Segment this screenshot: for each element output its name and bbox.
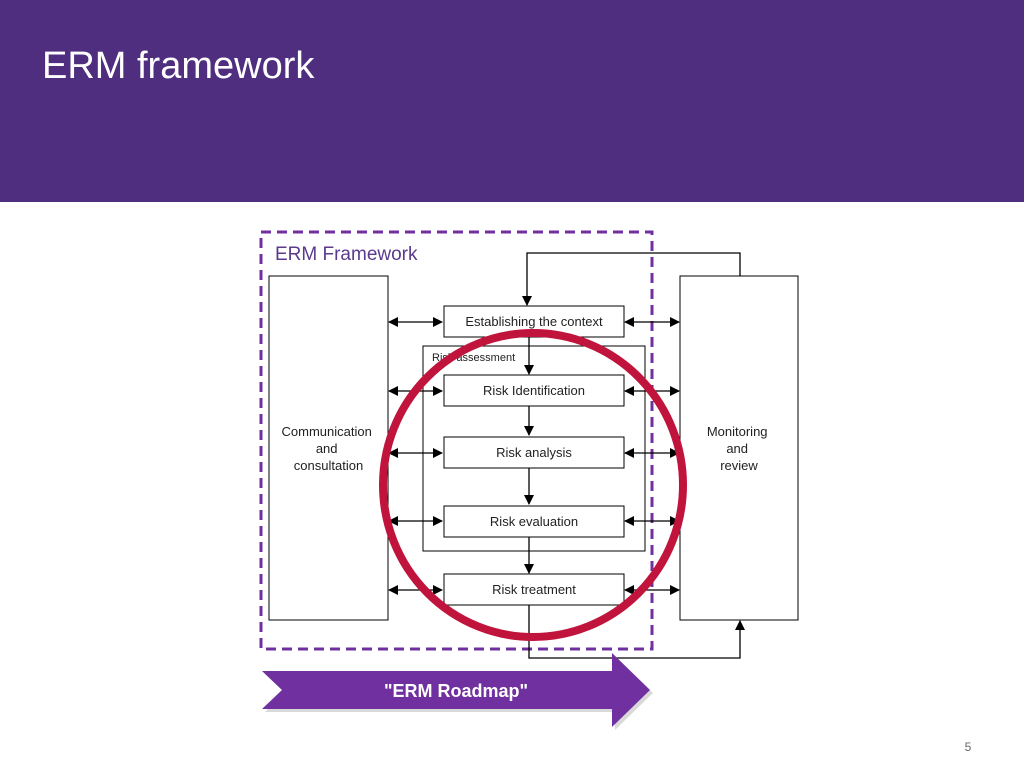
step-identification-label: Risk Identification (483, 383, 585, 398)
step-analysis: Risk analysis (443, 436, 625, 469)
step-treatment-label: Risk treatment (492, 582, 576, 597)
framework-border (259, 230, 654, 651)
slide-header: ERM framework (0, 0, 1024, 202)
step-treatment: Risk treatment (443, 573, 625, 606)
slide-title: ERM framework (42, 45, 315, 87)
step-analysis-label: Risk analysis (496, 445, 572, 460)
roadmap-arrow: "ERM Roadmap" (262, 653, 653, 730)
communication-line-2: and (316, 441, 338, 456)
monitoring-line-1: Monitoring (707, 424, 768, 439)
svg-text:Monitoring and rev: Monitoring and review (707, 424, 771, 473)
step-identification: Risk Identification (443, 374, 625, 407)
step-evaluation: Risk evaluation (443, 505, 625, 538)
communication-line-3: consultation (294, 458, 363, 473)
top-feedback-line (522, 252, 741, 306)
step-context-label: Establishing the context (465, 314, 603, 329)
bottom-feedback-line (528, 604, 745, 659)
communication-line-1: Communication (282, 424, 372, 439)
svg-text:Communication and: Communication and consultation (282, 424, 376, 473)
framework-label: ERM Framework (275, 244, 418, 265)
step-context: Establishing the context (443, 305, 625, 338)
page-number: 5 (964, 740, 972, 754)
monitoring-line-3: review (720, 458, 758, 473)
monitoring-line-2: and (726, 441, 748, 456)
monitoring-box: Monitoring and review (679, 275, 799, 621)
communication-box: Communication and consultation (268, 275, 389, 621)
roadmap-label: "ERM Roadmap" (384, 681, 528, 701)
step-evaluation-label: Risk evaluation (490, 514, 578, 529)
highlight-circle (379, 329, 687, 641)
